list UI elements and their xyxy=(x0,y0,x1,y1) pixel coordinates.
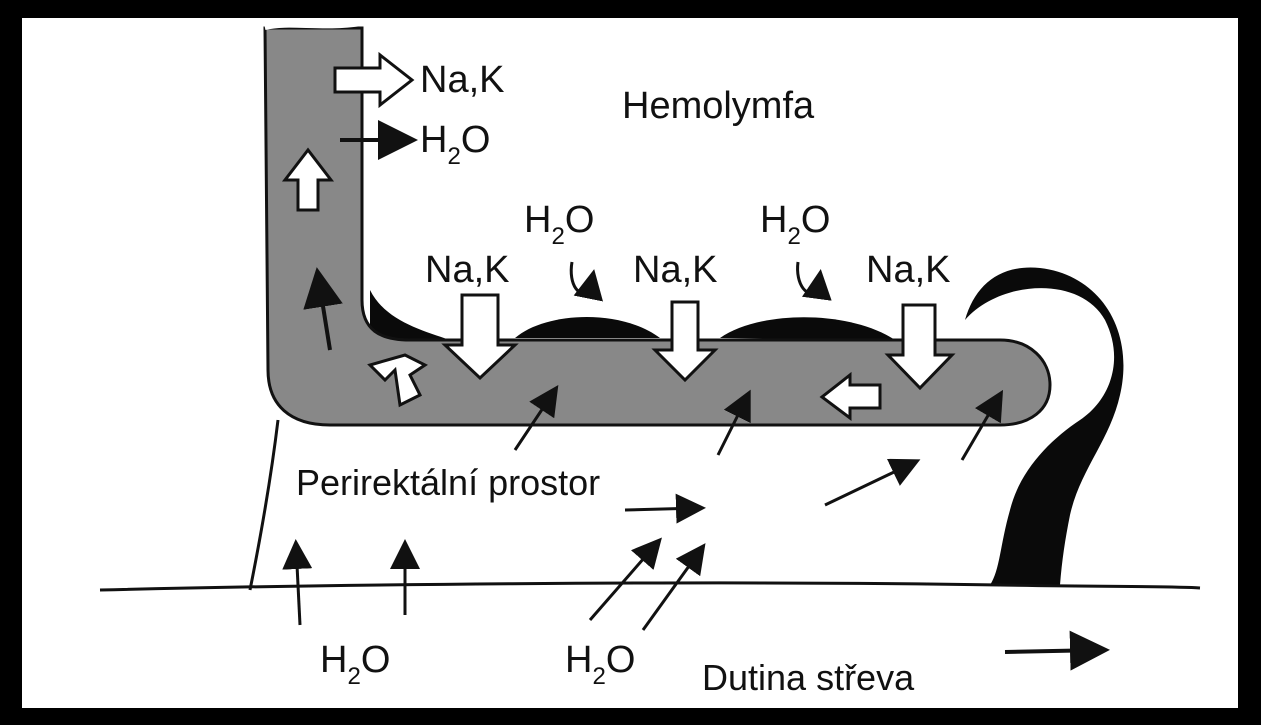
label-hemolymph: Hemolymfa xyxy=(622,85,815,127)
label-na-k-1: Na,K xyxy=(425,249,509,291)
perirectal-arrow-5 xyxy=(625,508,700,510)
label-na-k-3: Na,K xyxy=(866,249,950,291)
tubule-top-edge xyxy=(265,24,362,28)
label-na-k-2: Na,K xyxy=(633,249,717,291)
label-gut-lumen: Dutina střeva xyxy=(702,657,915,698)
label-na-k-top: Na,K xyxy=(420,59,504,101)
label-perirectal-space: Perirektální prostor xyxy=(296,462,600,503)
gut-flow-arrow xyxy=(1005,650,1102,652)
